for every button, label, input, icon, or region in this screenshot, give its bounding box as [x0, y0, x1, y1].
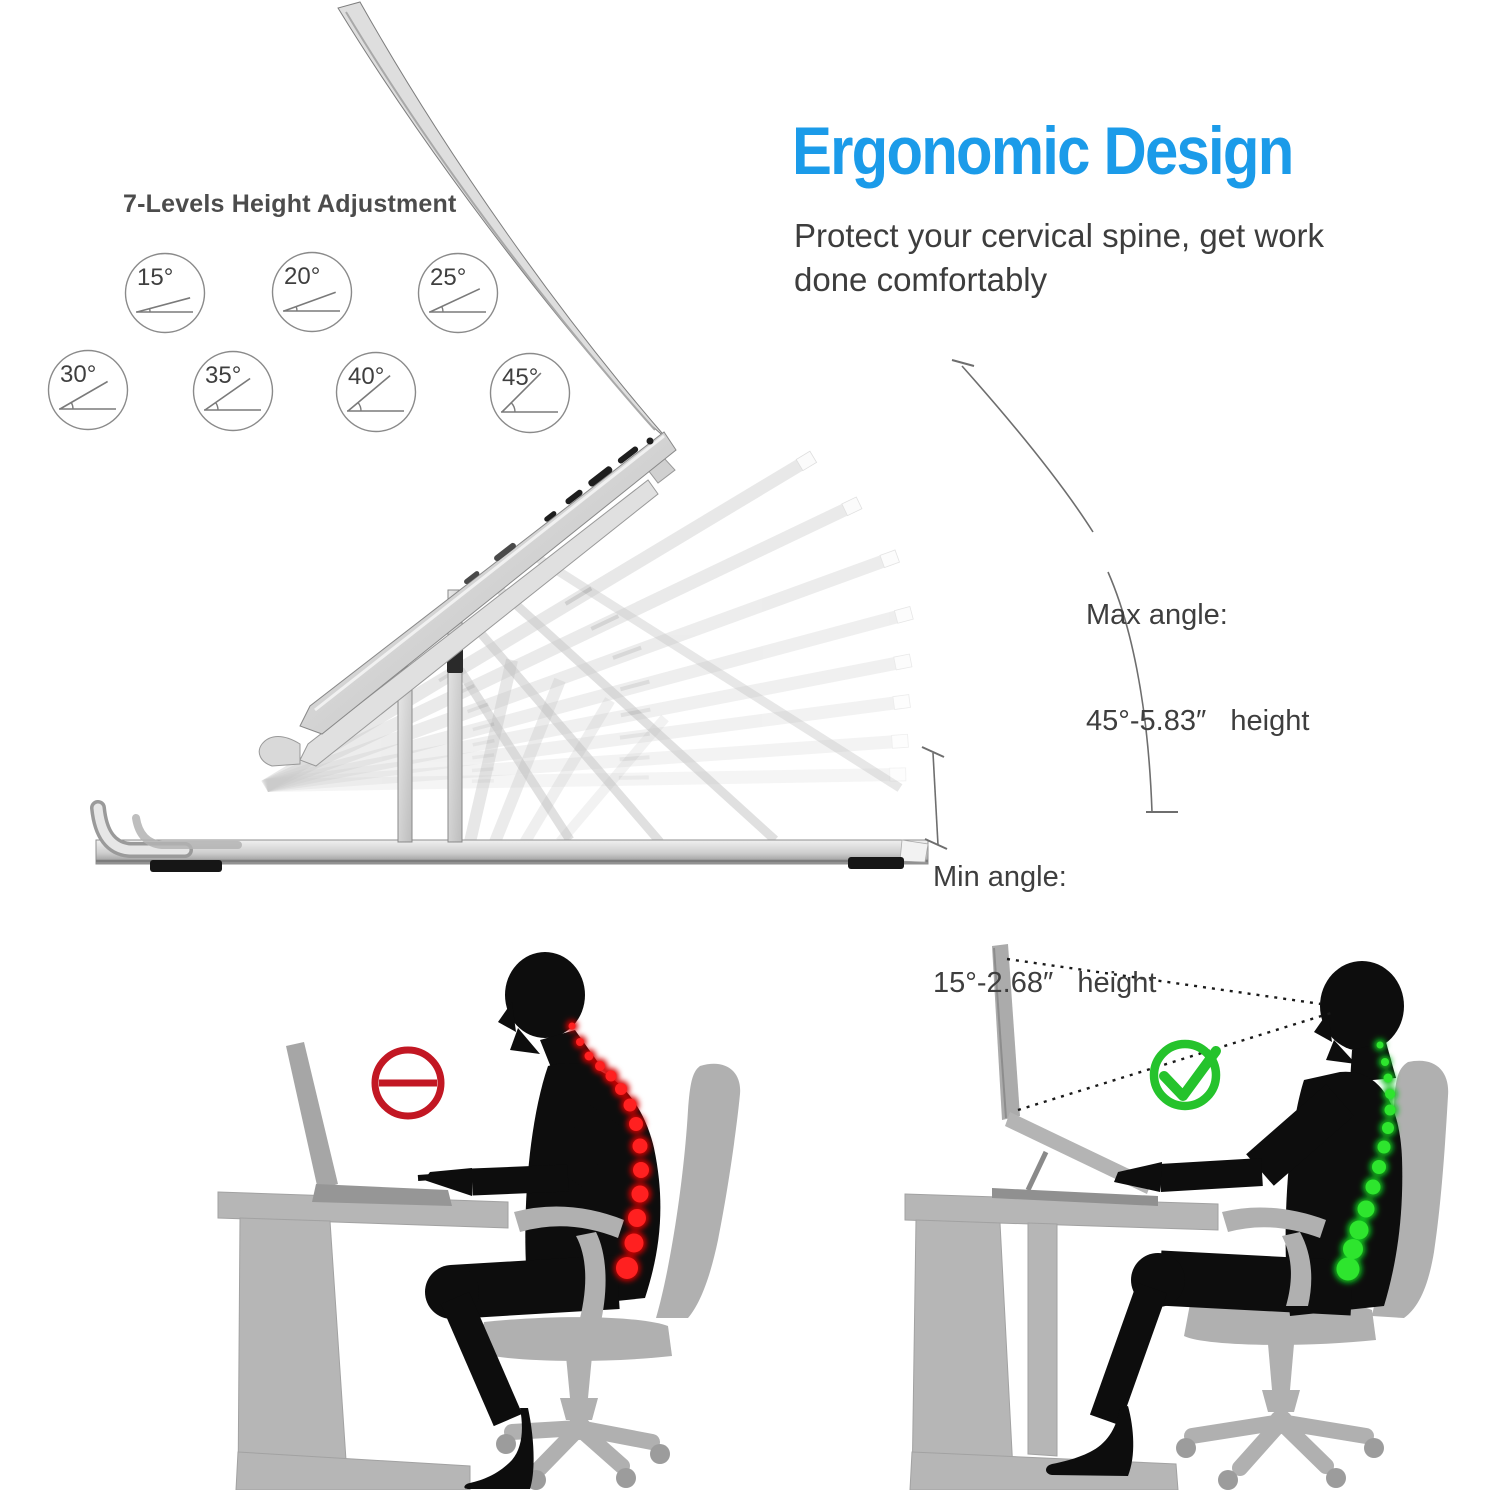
angle-icon [335, 351, 417, 433]
armrest-front [514, 1206, 624, 1326]
angle-icon [271, 251, 353, 333]
angle-badge-40: 40° [335, 351, 417, 433]
angle-icon [124, 252, 206, 334]
subtitle-line-1: Protect your cervical spine, get work [794, 217, 1325, 254]
angle-label: 15° [137, 264, 174, 291]
angle-icon [417, 252, 499, 334]
no-symbol-icon [371, 1046, 445, 1120]
sight-lines [1006, 957, 1332, 1112]
spine-dots-green [1334, 1039, 1398, 1283]
rubber-foot-right [848, 857, 904, 869]
rubber-foot-left [150, 860, 222, 872]
page-subtitle: Protect your cervical spine, get work do… [794, 214, 1324, 301]
ghost-struts [464, 658, 669, 846]
page-title: Ergonomic Design [792, 113, 1294, 189]
angle-icon [489, 352, 571, 434]
angle-label: 40° [348, 363, 385, 390]
angle-label: 20° [284, 263, 321, 290]
angle-icon [192, 350, 274, 432]
angle-badge-25: 25° [417, 252, 499, 334]
stand-platform [258, 457, 676, 767]
angle-label: 25° [430, 264, 467, 291]
angle-label: 35° [205, 362, 242, 389]
max-angle-label: Max angle: 45°-5.83″ height [1086, 527, 1309, 775]
bad-posture-scene [217, 952, 741, 1490]
angle-badge-30: 30° [47, 349, 129, 431]
angle-badge-15: 15° [124, 252, 206, 334]
min-angle-line-2: 15°-2.68″ height [933, 966, 1157, 999]
max-angle-line-1: Max angle: [1086, 598, 1228, 631]
subtitle-line-2: done comfortably [794, 260, 1048, 298]
laptop-on-stand [992, 944, 1158, 1206]
good-posture-scene [904, 944, 1449, 1490]
laptop-flat [286, 1042, 452, 1206]
angle-badge-20: 20° [271, 251, 353, 333]
armrest-front [1222, 1207, 1326, 1306]
spine-dots-red [566, 1020, 652, 1281]
min-angle-label: Min angle: 15°-2.68″ height [933, 789, 1156, 1037]
min-angle-line-1: Min angle: [933, 860, 1067, 893]
stand-base [90, 800, 929, 872]
desk [904, 1193, 1219, 1490]
angle-badge-35: 35° [192, 350, 274, 432]
max-angle-line-2: 45°-5.83″ height [1086, 704, 1310, 737]
ghost-rear-legs [456, 546, 903, 845]
angle-icon [47, 349, 129, 431]
angle-label: 30° [60, 361, 97, 388]
levels-title: 7-Levels Height Adjustment [123, 190, 457, 218]
angle-badge-45: 45° [489, 352, 571, 434]
desk [217, 1191, 509, 1490]
laptop-illustration [299, 1, 677, 735]
angle-label: 45° [502, 364, 539, 391]
person-good-posture [1046, 961, 1404, 1476]
dimension-marks [921, 359, 1178, 850]
check-icon [1149, 1039, 1221, 1111]
